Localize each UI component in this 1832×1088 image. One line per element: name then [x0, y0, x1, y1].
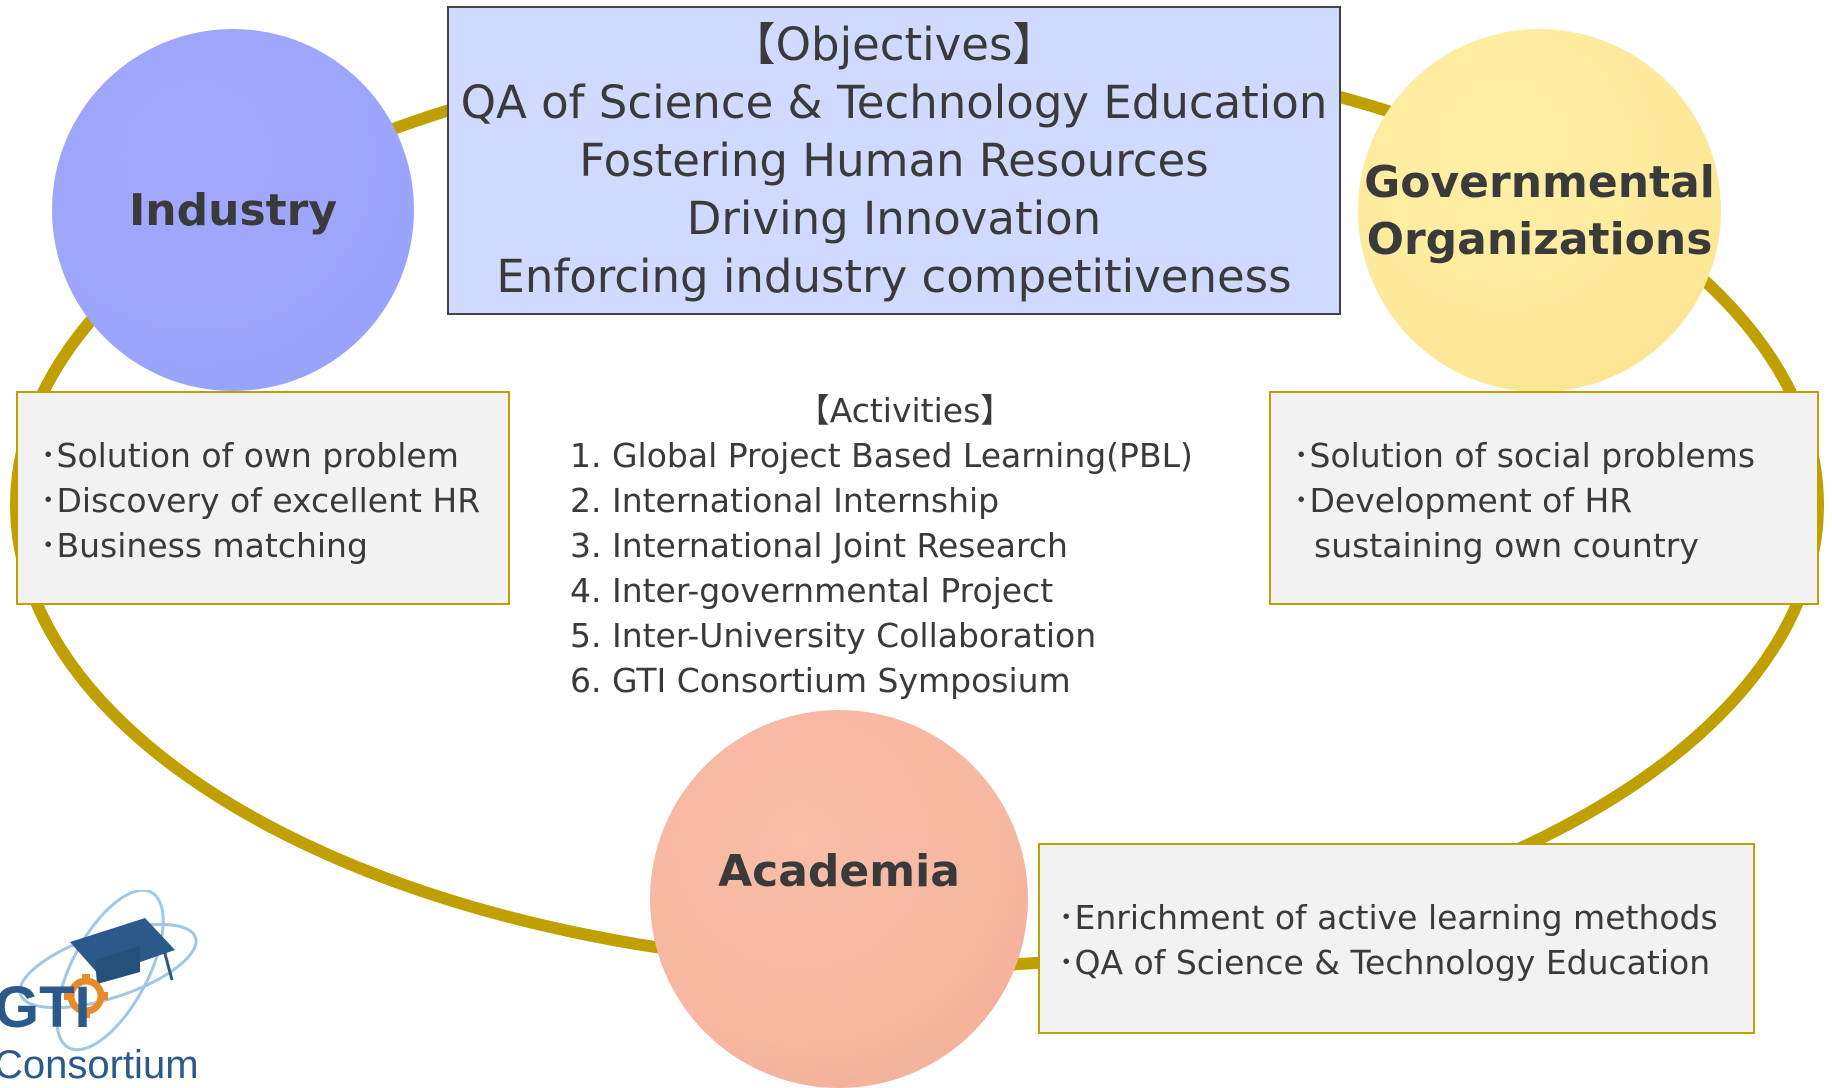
government-benefits-box: ･Solution of social problems ･Developmen…	[1269, 391, 1819, 605]
objective-item: Enforcing industry competitiveness	[496, 249, 1292, 303]
objective-item: Fostering Human Resources	[579, 133, 1209, 187]
logo-sub-text: Consortium	[0, 1043, 199, 1084]
activity-item: 3. International Joint Research	[570, 526, 1068, 565]
activity-item: 5. Inter-University Collaboration	[570, 616, 1097, 655]
government-benefit-item: ･Development of HR	[1293, 481, 1633, 520]
activity-item: 2. International Internship	[570, 481, 1000, 520]
activity-item: 6. GTI Consortium Symposium	[570, 661, 1071, 700]
activity-item: 1. Global Project Based Learning(PBL)	[570, 436, 1193, 475]
government-label-line2: Organizations	[1366, 213, 1713, 265]
academia-benefit-item: ･QA of Science & Technology Education	[1058, 943, 1711, 982]
objective-item: Driving Innovation	[686, 191, 1102, 245]
industry-benefit-item: ･Discovery of excellent HR	[40, 481, 481, 520]
industry-benefits-box: ･Solution of own problem ･Discovery of e…	[16, 391, 510, 605]
activities-title: 【Activities】	[796, 391, 1014, 430]
academia-label: Academia	[718, 845, 960, 897]
gti-consortium-logo: GTI Consortium	[0, 890, 199, 1084]
activity-item: 4. Inter-governmental Project	[570, 571, 1054, 610]
objectives-title: 【Objectives】	[730, 17, 1058, 71]
industry-benefit-item: ･Solution of own problem	[40, 436, 459, 475]
logo-main-text: GTI	[0, 975, 91, 1040]
academia-benefits-box: ･Enrichment of active learning methods ･…	[1038, 843, 1755, 1034]
government-label-line1: Governmental	[1364, 156, 1715, 208]
objective-item: QA of Science & Technology Education	[460, 75, 1328, 129]
government-benefit-item: ･Solution of social problems	[1293, 436, 1756, 475]
industry-label: Industry	[128, 184, 338, 236]
gear-icon	[64, 974, 108, 1018]
academia-node: Academia	[650, 710, 1028, 1088]
industry-benefit-item: ･Business matching	[40, 526, 368, 565]
academia-benefit-item: ･Enrichment of active learning methods	[1058, 898, 1718, 937]
objectives-box: 【Objectives】 QA of Science & Technology …	[447, 6, 1341, 315]
government-benefit-item: sustaining own country	[1314, 526, 1699, 565]
activities-section: 【Activities】 1. Global Project Based Lea…	[570, 388, 1230, 703]
industry-node: Industry	[52, 29, 414, 391]
government-node: Governmental Organizations	[1358, 29, 1721, 392]
